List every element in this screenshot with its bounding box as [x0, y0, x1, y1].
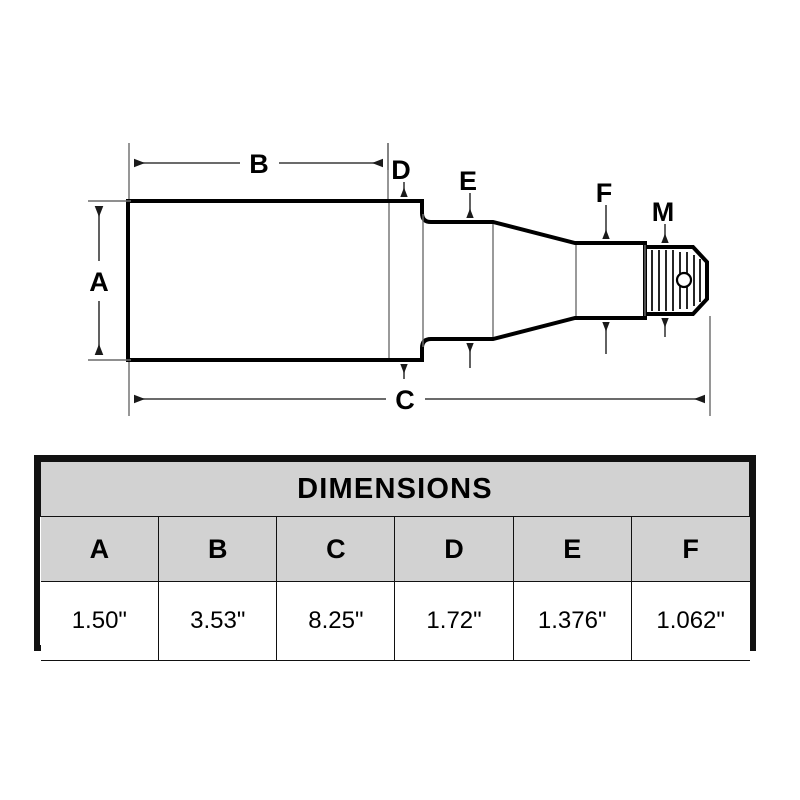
table-header-f: F: [630, 516, 750, 582]
dimension-label-m: M: [652, 197, 675, 227]
dimension-label-b: B: [249, 149, 269, 179]
table-value-b: 3.53": [158, 581, 278, 661]
table-header-d: D: [394, 516, 514, 582]
dimension-b: B: [128, 143, 389, 199]
cotter-pin-hole: [675, 271, 693, 289]
table-header-row: A B C D E F: [40, 516, 750, 582]
callout-m: M: [652, 197, 675, 337]
dimension-a: A: [88, 200, 131, 361]
dimensions-table-container: DIMENSIONS A B C D E F 1.50" 3.53" 8.25"…: [34, 455, 756, 661]
dimensions-table: DIMENSIONS A B C D E F 1.50" 3.53" 8.25"…: [40, 461, 750, 661]
thread-hatch-lines: [651, 250, 701, 311]
table-header-e: E: [512, 516, 632, 582]
callout-f: F: [596, 178, 613, 354]
dimension-label-c: C: [395, 385, 415, 415]
table-header-c: C: [276, 516, 396, 582]
callout-e: E: [459, 166, 477, 368]
callout-d: D: [387, 143, 411, 379]
table-title-row: DIMENSIONS: [40, 461, 750, 517]
table-value-f: 1.062": [630, 581, 750, 661]
table-value-a: 1.50": [40, 581, 160, 661]
dimension-c: C: [128, 316, 711, 416]
table-value-d: 1.72": [394, 581, 514, 661]
dimension-label-e: E: [459, 166, 477, 196]
dimension-label-a: A: [89, 267, 109, 297]
part-step-lines: [388, 203, 646, 358]
table-title: DIMENSIONS: [40, 461, 750, 517]
table-header-a: A: [40, 516, 160, 582]
spindle-body-outline: [126, 199, 647, 362]
table-row: 1.50" 3.53" 8.25" 1.72" 1.376" 1.062": [40, 581, 750, 661]
table-header-b: B: [158, 516, 278, 582]
dimension-label-d: D: [391, 155, 411, 185]
table-value-e: 1.376": [512, 581, 632, 661]
table-value-c: 8.25": [276, 581, 396, 661]
dimension-label-f: F: [596, 178, 613, 208]
